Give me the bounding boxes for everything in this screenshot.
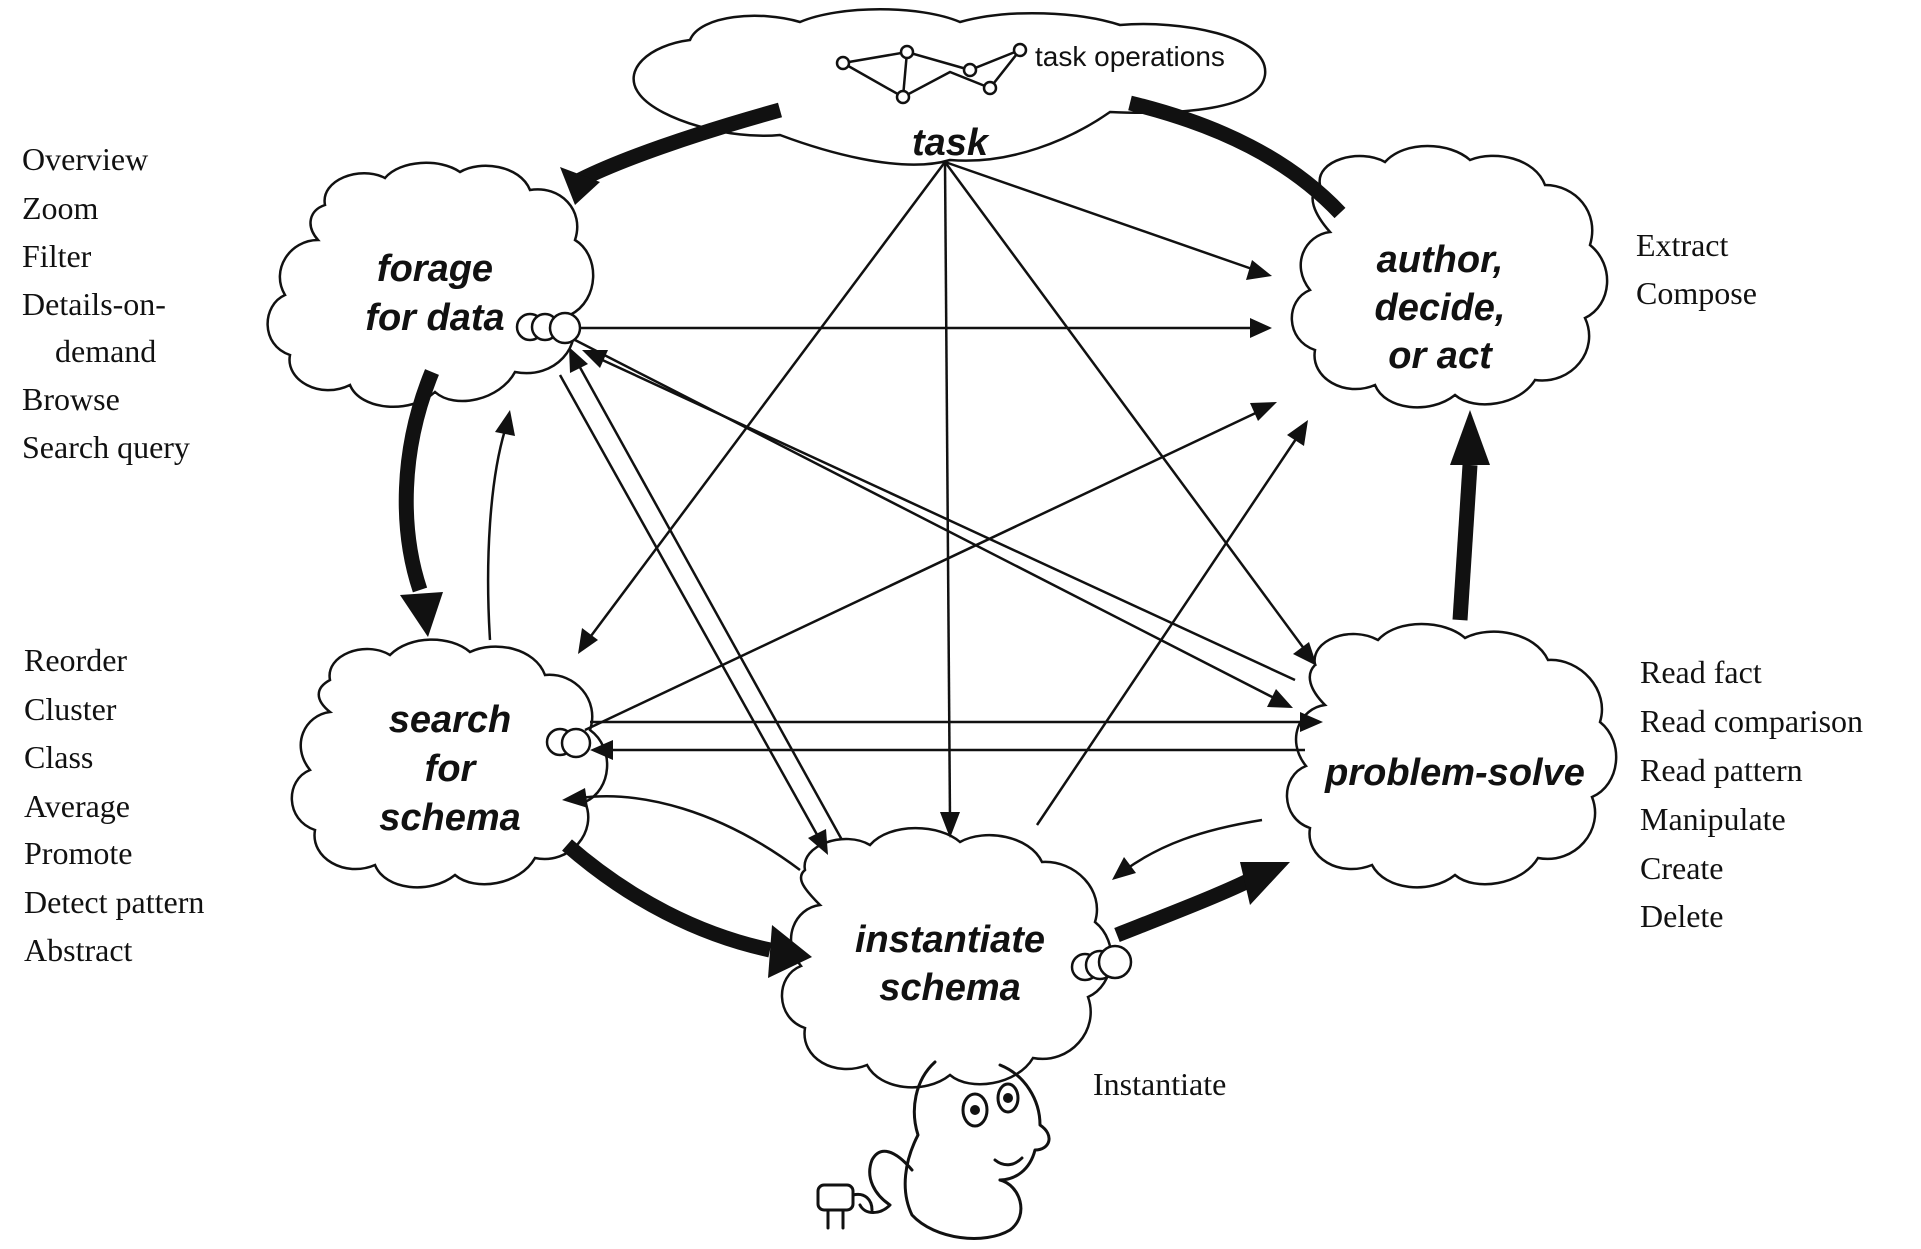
op-search-2: Class: [24, 739, 93, 775]
task-ops-label: task operations: [1035, 41, 1225, 72]
forage-label-line2: for data: [365, 297, 504, 339]
search-cloud: [290, 638, 609, 889]
problem-operations: Read fact Read comparison Read pattern M…: [1640, 654, 1863, 934]
search-label-line3: schema: [379, 797, 521, 839]
thick-arrow-forage-to-search: [398, 369, 439, 593]
task-network-icon: [835, 42, 1028, 105]
instantiate-cloud: [780, 826, 1113, 1089]
thick-arrow-search-to-instantiate: [562, 839, 772, 958]
problem-label: problem-solve: [1324, 752, 1585, 794]
forage-cloud: [266, 161, 595, 409]
op-problem-4: Create: [1640, 850, 1724, 886]
author-label-line3: or act: [1388, 335, 1493, 377]
op-forage-4: demand: [55, 333, 156, 369]
instantiate-operations: Instantiate: [1093, 1066, 1226, 1102]
thick-arrows: [398, 95, 1490, 978]
author-cloud: [1290, 144, 1609, 409]
instantiate-label-line2: schema: [879, 967, 1021, 1009]
search-label-line2: for: [425, 748, 478, 790]
task-label: task: [912, 122, 990, 164]
instantiate-label-line1: instantiate: [855, 919, 1045, 961]
forage-circles-icon: [515, 311, 582, 345]
thick-arrowhead-problem: [1240, 862, 1290, 905]
op-problem-3: Manipulate: [1640, 801, 1786, 837]
search-label-line1: search: [389, 699, 512, 741]
thinking-person-figure: [816, 1060, 1051, 1240]
thin-arrows: [486, 160, 1323, 880]
op-search-4: Promote: [24, 835, 132, 871]
thick-arrow-problem-to-author: [1452, 464, 1478, 621]
search-operations: Reorder Cluster Class Average Promote De…: [24, 642, 204, 968]
op-problem-2: Read pattern: [1640, 752, 1803, 788]
thick-arrowhead-instantiate: [768, 925, 812, 978]
op-search-5: Detect pattern: [24, 884, 204, 920]
search-circles-icon: [545, 727, 592, 759]
author-label-line2: decide,: [1375, 287, 1506, 329]
thick-arrowhead-author: [1450, 410, 1490, 465]
thick-arrowhead-search: [400, 592, 443, 637]
op-search-3: Average: [24, 788, 130, 824]
thick-arrow-task-to-forage: [576, 102, 783, 187]
op-instantiate-0: Instantiate: [1093, 1066, 1226, 1102]
op-search-1: Cluster: [24, 691, 117, 727]
op-forage-1: Zoom: [22, 190, 99, 226]
thick-arrowhead-forage: [560, 167, 600, 205]
instantiate-circles-icon: [1070, 944, 1133, 982]
op-author-1: Compose: [1636, 275, 1757, 311]
op-problem-0: Read fact: [1640, 654, 1762, 690]
problem-cloud: [1285, 622, 1618, 889]
op-problem-1: Read comparison: [1640, 703, 1863, 739]
op-forage-3: Details-on-: [22, 286, 166, 322]
forage-operations: Overview Zoom Filter Details-on- demand …: [22, 141, 190, 465]
op-search-0: Reorder: [24, 642, 127, 678]
thick-arrow-instantiate-to-problem: [1114, 873, 1254, 942]
op-forage-0: Overview: [22, 141, 148, 177]
op-forage-5: Browse: [22, 381, 120, 417]
forage-label-line1: forage: [377, 248, 493, 290]
op-forage-6: Search query: [22, 429, 190, 465]
author-label-line1: author,: [1377, 239, 1504, 281]
op-forage-2: Filter: [22, 238, 92, 274]
op-search-6: Abstract: [24, 932, 133, 968]
op-problem-5: Delete: [1640, 898, 1724, 934]
author-operations: Extract Compose: [1636, 227, 1757, 311]
thick-arrow-author-to-task: [1128, 95, 1346, 219]
op-author-0: Extract: [1636, 227, 1729, 263]
